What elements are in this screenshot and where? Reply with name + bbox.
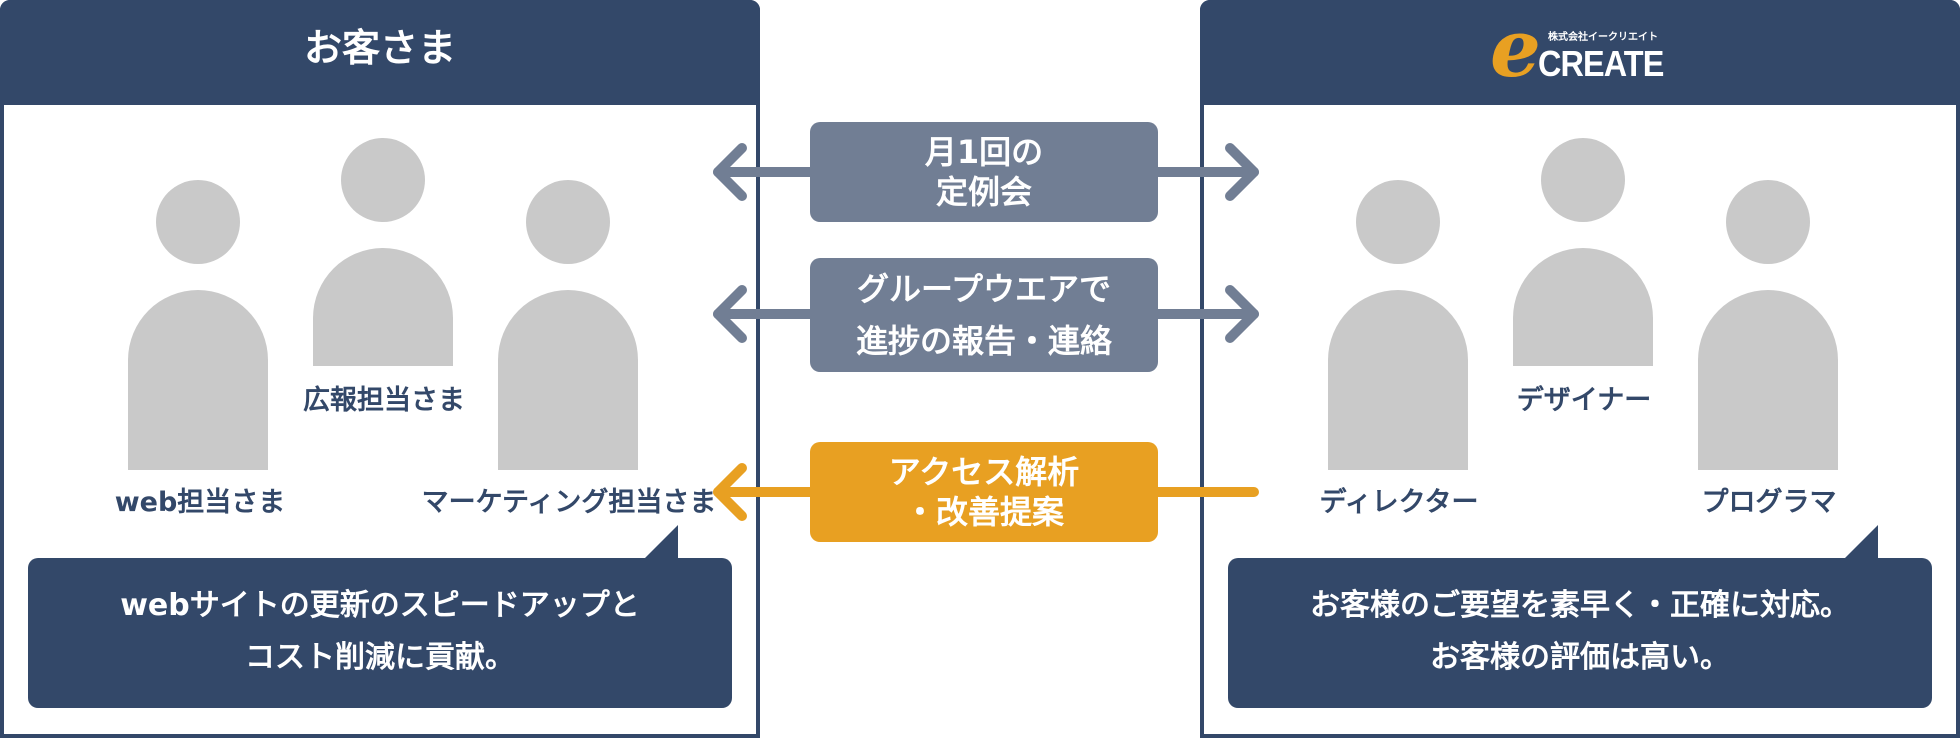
monthly-meeting-box: 月1回の 定例会 [810,122,1158,222]
person-label-director: ディレクター [1319,487,1479,518]
callout-tail [1844,525,1878,559]
access-analysis-line2: ・改善提案 [903,493,1064,531]
ecreate-benefit-line2: お客様の評価は高い。 [1430,640,1730,675]
person-label-designer: デザイナー [1516,385,1652,416]
client-panel-title: お客さま [303,26,456,70]
ecreate-panel: e 株式会社イークリエイト CREATE ディレクター デザイナー プログラマ … [1200,0,1960,738]
client-benefit-callout: webサイトの更新のスピードアップと コスト削減に貢献。 [28,525,732,708]
groupware-box: グループウエアで 進捗の報告・連絡 [810,258,1158,372]
person-label-programmer: プログラマ [1701,487,1837,518]
client-panel-header: お客さま [0,0,760,105]
ecreate-benefit-line1: お客様のご要望を素早く・正確に対応。 [1310,588,1850,623]
ecreate-logo: e 株式会社イークリエイト CREATE [1490,8,1680,90]
access-analysis-line1: アクセス解析 [888,453,1080,491]
client-benefit-line2: コスト削減に貢献。 [245,640,515,675]
monthly-meeting-line1: 月1回の [924,133,1044,171]
logo-e-letter: e [1490,1,1541,95]
client-panel: お客さま web担当さま 広報担当さま マーケティング担当さま webサイトの更… [0,0,760,738]
ecreate-benefit-callout: お客様のご要望を素早く・正確に対応。 お客様の評価は高い。 [1228,525,1932,708]
groupware-line2: 進捗の報告・連絡 [855,322,1112,360]
access-analysis-box: アクセス解析 ・改善提案 [810,442,1158,542]
ecreate-panel-header: e 株式会社イークリエイト CREATE [1200,0,1960,105]
person-label-pr: 広報担当さま [303,385,465,416]
logo-create-text: CREATE [1538,43,1664,84]
callout-tail [644,525,678,559]
client-benefit-line1: webサイトの更新のスピードアップと [120,588,640,623]
person-label-marketing: マーケティング担当さま [421,487,717,518]
person-label-web: web担当さま [114,487,286,518]
logo-company-name: 株式会社イークリエイト [1548,32,1658,43]
groupware-line1: グループウエアで [856,270,1112,308]
monthly-meeting-line2: 定例会 [935,173,1032,211]
